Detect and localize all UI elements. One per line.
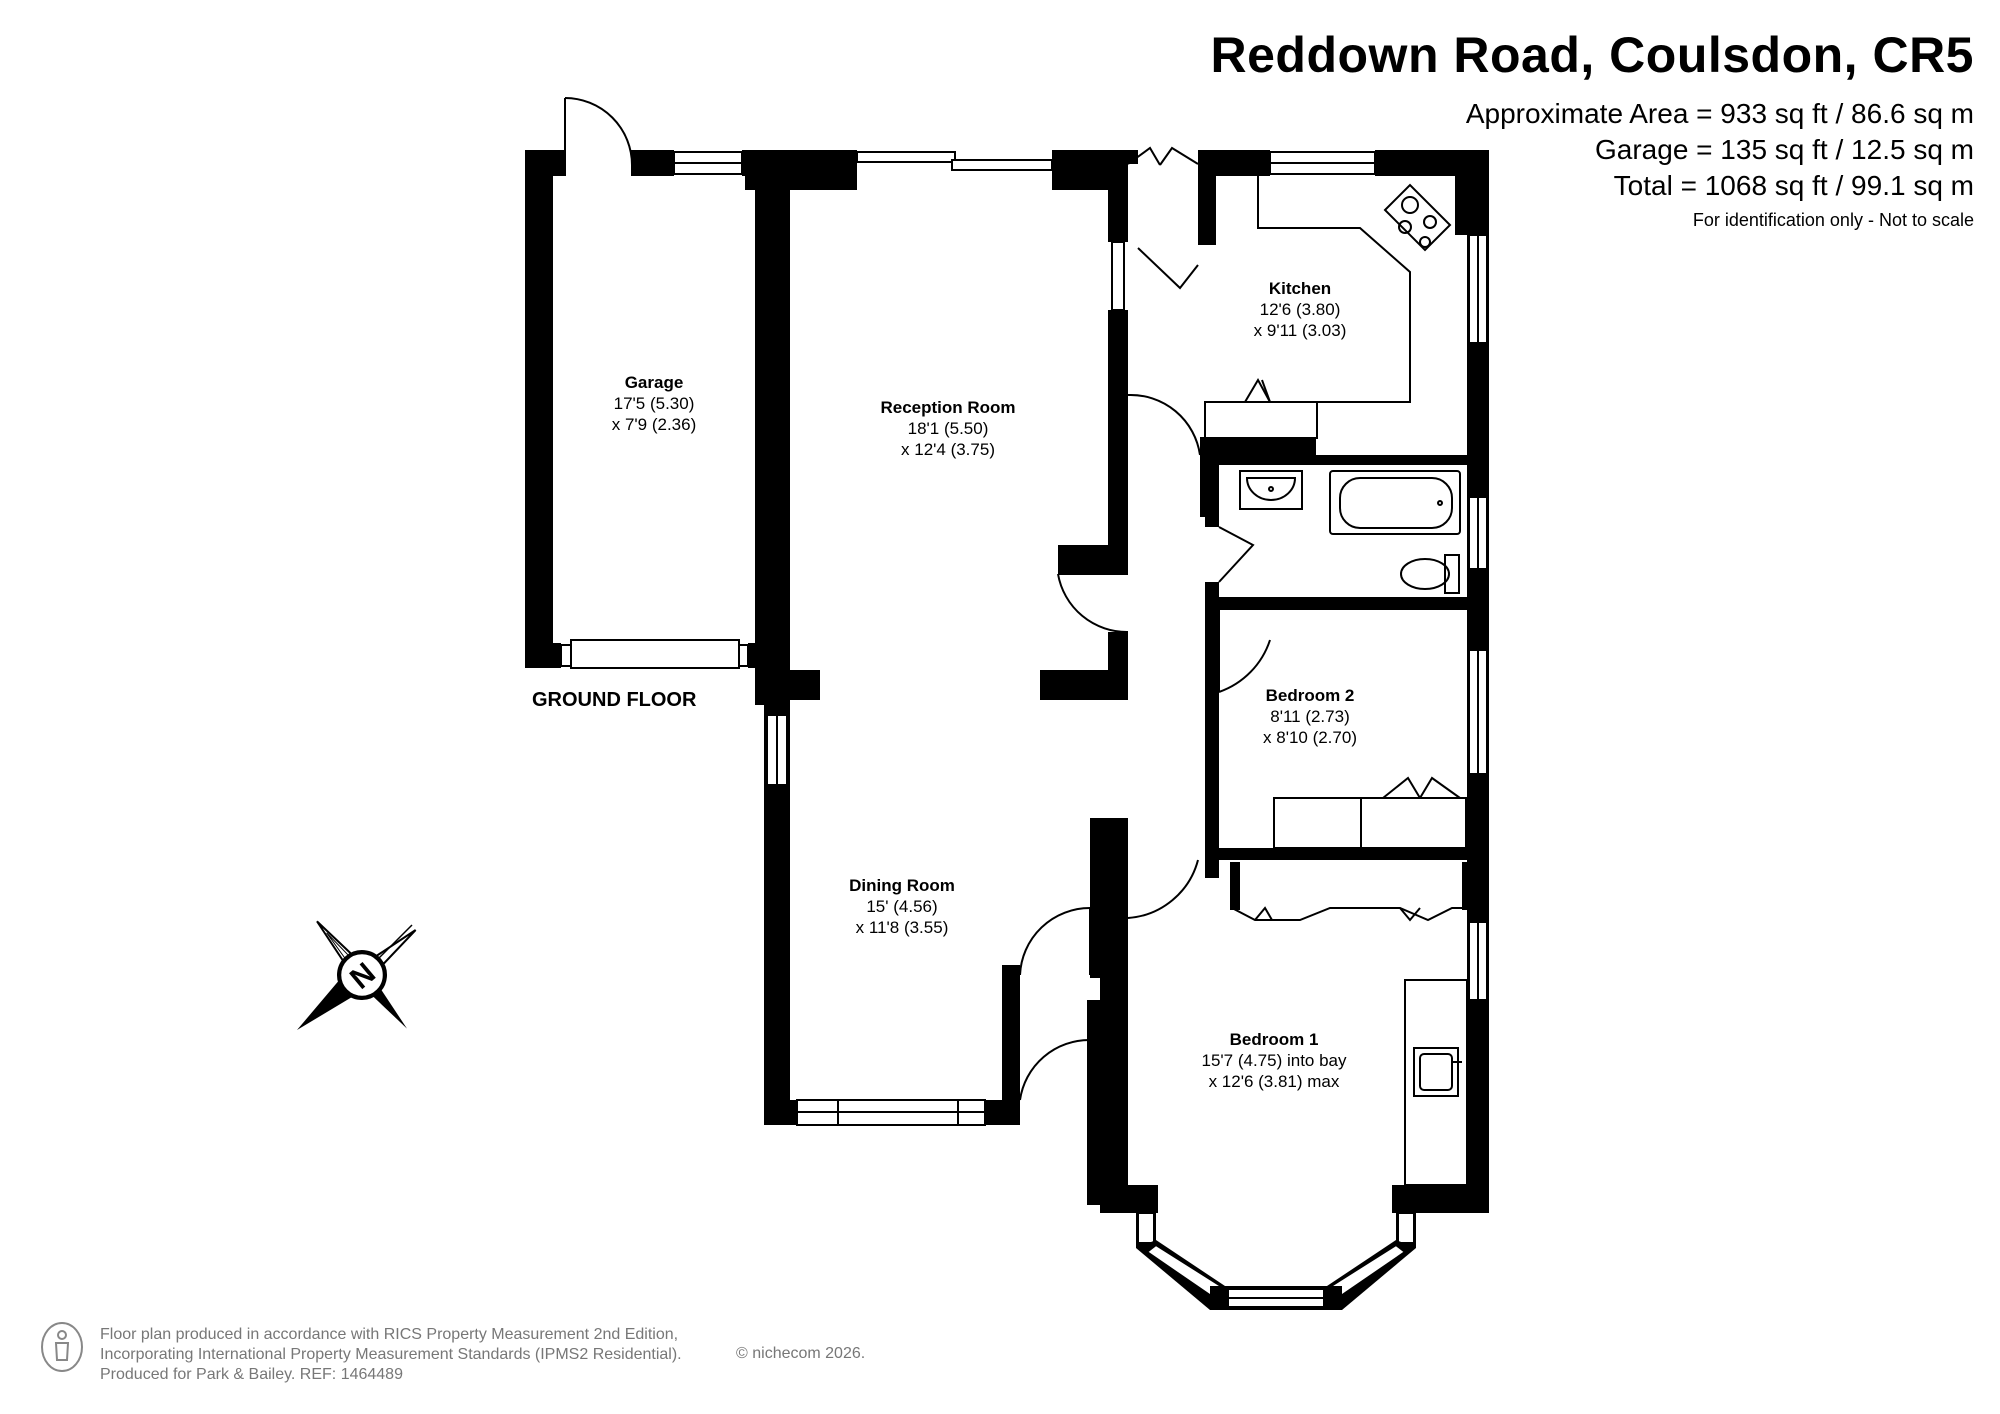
dining-wall-lower bbox=[764, 785, 790, 1125]
kitchen-door-top bbox=[1127, 146, 1199, 290]
room-dim: x 7'9 (2.36) bbox=[611, 415, 697, 434]
toilet-icon bbox=[1400, 554, 1460, 594]
bedroom2-door bbox=[1218, 610, 1271, 693]
reception-side-window bbox=[1111, 241, 1125, 311]
room-name: Dining Room bbox=[849, 876, 955, 895]
room-name: Reception Room bbox=[880, 398, 1016, 417]
room-dim: x 9'11 (3.03) bbox=[1253, 321, 1347, 340]
bathroom-walls bbox=[1205, 465, 1489, 629]
room-dim: 15' (4.56) bbox=[866, 897, 938, 916]
room-dim: 8'11 (2.73) bbox=[1270, 707, 1350, 726]
room-dim: 17'5 (5.30) bbox=[613, 394, 695, 413]
room-name: Kitchen bbox=[1268, 279, 1332, 298]
bedroom1-walls bbox=[1128, 860, 1489, 1213]
room-dim: 15'7 (4.75) into bay bbox=[1201, 1051, 1347, 1070]
person-info-icon bbox=[41, 1322, 83, 1372]
copyright: © nichecom 2026. bbox=[736, 1345, 866, 1362]
footer-line-3: Produced for Park & Bailey. REF: 1464489 bbox=[100, 1366, 403, 1383]
room-name: Bedroom 2 bbox=[1265, 686, 1355, 705]
room-dim: 12'6 (3.80) bbox=[1259, 300, 1341, 319]
kitchen-hall-door bbox=[1127, 393, 1201, 456]
room-label-bedroom1: Bedroom 1 15'7 (4.75) into bay x 12'6 (3… bbox=[1201, 1029, 1346, 1092]
room-label-bedroom2: Bedroom 2 8'11 (2.73) x 8'10 (2.70) bbox=[1263, 685, 1357, 748]
disclaimer-note: For identification only - Not to scale bbox=[1692, 210, 1974, 230]
footer-line-2: Incorporating International Property Mea… bbox=[100, 1346, 682, 1363]
bath-icon bbox=[1329, 470, 1461, 535]
kitchen-units bbox=[1204, 176, 1411, 439]
bathroom-door bbox=[1218, 526, 1255, 583]
bedroom2-window bbox=[1468, 649, 1488, 775]
approximate-area: Approximate Area = 933 sq ft / 86.6 sq m bbox=[1465, 98, 1974, 129]
room-dim: x 12'4 (3.75) bbox=[901, 440, 995, 459]
floor-label: GROUND FLOOR bbox=[532, 689, 697, 711]
bedroom1-hall-door bbox=[1127, 859, 1199, 919]
room-dim: x 11'8 (3.55) bbox=[855, 918, 949, 937]
hall-walls bbox=[1087, 818, 1158, 1213]
room-label-garage: Garage 17'5 (5.30) x 7'9 (2.36) bbox=[612, 372, 697, 435]
garage-area: Garage = 135 sq ft / 12.5 sq m bbox=[1595, 134, 1974, 165]
room-dim: x 8'10 (2.70) bbox=[1263, 728, 1357, 747]
hob-icon bbox=[1383, 183, 1452, 252]
room-dim: 18'1 (5.50) bbox=[907, 419, 989, 438]
footer-line-1: Floor plan produced in accordance with R… bbox=[100, 1326, 679, 1343]
reception-walls bbox=[745, 150, 1128, 715]
room-label-kitchen: Kitchen 12'6 (3.80) x 9'11 (3.03) bbox=[1254, 278, 1347, 341]
property-title: Reddown Road, Coulsdon, CR5 bbox=[1210, 27, 1974, 83]
bedroom1-vanity bbox=[1404, 979, 1468, 1186]
compass-ring bbox=[338, 951, 386, 999]
bedroom1-bay bbox=[1136, 1212, 1416, 1310]
kitchen-window-side bbox=[1468, 234, 1488, 344]
reception-door bbox=[1057, 573, 1129, 634]
bedroom2-wardrobes bbox=[1273, 776, 1467, 849]
bathroom-window bbox=[1468, 496, 1488, 570]
basin-icon bbox=[1239, 470, 1303, 510]
room-label-reception: Reception Room 18'1 (5.50) x 12'4 (3.75) bbox=[880, 397, 1015, 460]
room-label-dining: Dining Room 15' (4.56) x 11'8 (3.55) bbox=[849, 875, 955, 938]
dining-side-window bbox=[766, 714, 788, 786]
total-area: Total = 1068 sq ft / 99.1 sq m bbox=[1613, 170, 1974, 201]
room-name: Garage bbox=[624, 373, 684, 392]
garage-window-top bbox=[673, 151, 743, 175]
room-dim: x 12'6 (3.81) max bbox=[1208, 1072, 1340, 1091]
garage-side-door bbox=[564, 97, 633, 176]
bedroom1-wardrobes bbox=[1231, 906, 1464, 922]
kitchen-window-top bbox=[1269, 151, 1376, 175]
dining-bay-window bbox=[796, 1099, 986, 1126]
bedroom1-side-window bbox=[1468, 921, 1488, 1001]
front-doors bbox=[1019, 906, 1091, 1101]
bedroom2-walls bbox=[1205, 612, 1489, 860]
room-name: Bedroom 1 bbox=[1229, 1030, 1319, 1049]
footer-credits: Floor plan produced in accordance with R… bbox=[100, 1325, 682, 1385]
garage-door-bottom bbox=[560, 639, 749, 669]
reception-patio-doors bbox=[856, 151, 1053, 171]
